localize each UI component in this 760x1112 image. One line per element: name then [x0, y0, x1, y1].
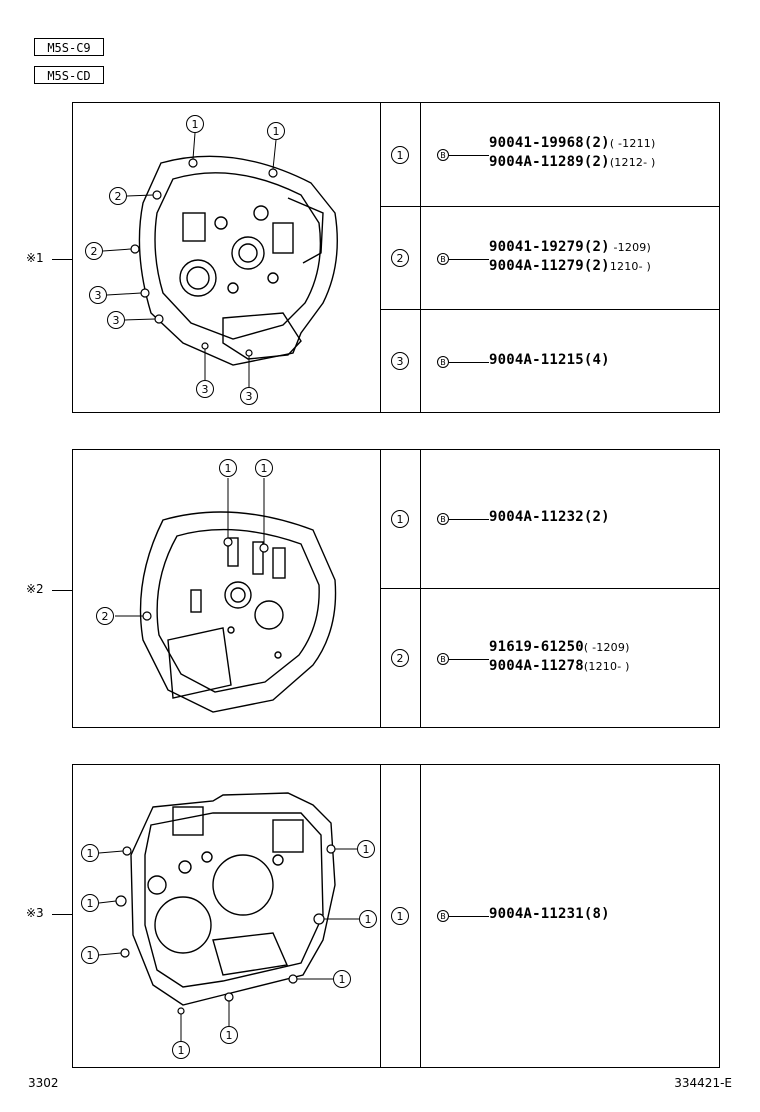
leader-line: [449, 916, 489, 917]
callout-1: 1: [172, 1041, 190, 1059]
callout-1: 1: [81, 946, 99, 964]
transmission-case-drawing: [98, 792, 359, 1043]
b-mark-icon: B: [437, 149, 449, 161]
row-index-circle: 1: [391, 510, 409, 528]
part-number: 9004A-11231(8): [489, 906, 610, 922]
callout-1: 1: [219, 459, 237, 477]
b-mark-icon: B: [437, 253, 449, 265]
callout-1: 1: [186, 115, 204, 133]
part-number: 9004A-11278(1210- ): [489, 658, 630, 674]
panel-1-parts-table: 1 B 90041-19968(2)( -1211) 9004A-11289(2…: [381, 103, 719, 412]
part-number: 9004A-11232(2): [489, 509, 610, 525]
ref-leader-line: [52, 914, 72, 915]
part-row: 1 B 9004A-11232(2): [381, 450, 719, 588]
callout-1: 1: [81, 844, 99, 862]
transmission-case-drawing: [102, 132, 338, 387]
panel-ref-label: ※2: [26, 582, 44, 596]
panel-3: 1 1 1 1 1 1 1 1 1 B 9004A-11231(8): [72, 764, 720, 1068]
callout-2: 2: [109, 187, 127, 205]
callout-3: 3: [107, 311, 125, 329]
b-mark-icon: B: [437, 356, 449, 368]
callout-3: 3: [196, 380, 214, 398]
callout-1: 1: [357, 840, 375, 858]
panel-2-drawing: 1 1 2: [73, 450, 381, 727]
b-mark-icon: B: [437, 513, 449, 525]
b-mark-icon: B: [437, 910, 449, 922]
row-index: 2: [381, 589, 421, 727]
row-index-circle: 1: [391, 907, 409, 925]
illustration-code: 334421-E: [674, 1076, 732, 1090]
row-index: 1: [381, 450, 421, 588]
callout-1: 1: [333, 970, 351, 988]
panel-3-parts-table: 1 B 9004A-11231(8): [381, 765, 719, 1067]
leader-line: [449, 659, 489, 660]
row-index-circle: 2: [391, 649, 409, 667]
ref-leader-line: [52, 590, 72, 591]
part-number: 90041-19968(2)( -1211): [489, 135, 656, 151]
leader-line: [449, 259, 489, 260]
panel-3-drawing: 1 1 1 1 1 1 1 1: [73, 765, 381, 1067]
part-number: 9004A-11289(2)(1212- ): [489, 154, 656, 170]
callout-1: 1: [255, 459, 273, 477]
row-index: 1: [381, 765, 421, 1067]
part-number: 90041-19279(2) -1209): [489, 239, 651, 255]
row-index-circle: 2: [391, 249, 409, 267]
part-row: 2 B 91619-61250( -1209) 9004A-11278(1210…: [381, 588, 719, 727]
panel-ref-label: ※3: [26, 906, 44, 920]
transmission-case-drawing: [115, 478, 337, 713]
panel-1: 1 1 2 2 3 3 3 3 1 B 90041-19968(2)( -121…: [72, 102, 720, 413]
panel-ref-label: ※1: [26, 251, 44, 265]
part-number: 91619-61250( -1209): [489, 639, 630, 655]
ref-leader-line: [52, 259, 72, 260]
callout-1: 1: [81, 894, 99, 912]
callout-1: 1: [220, 1026, 238, 1044]
callout-2: 2: [85, 242, 103, 260]
row-index: 1: [381, 103, 421, 206]
leader-line: [449, 362, 489, 363]
variant-tag: M5S-CD: [34, 66, 104, 84]
page-code: 3302: [28, 1076, 59, 1090]
part-row: 1 B 9004A-11231(8): [381, 765, 719, 1067]
row-index-circle: 1: [391, 145, 409, 164]
callout-2: 2: [96, 607, 114, 625]
variant-tag: M5S-C9: [34, 38, 104, 56]
row-index: 2: [381, 207, 421, 309]
panel-2-parts-table: 1 B 9004A-11232(2) 2 B 91619-61250( -120…: [381, 450, 719, 727]
row-index-circle: 3: [391, 352, 409, 370]
leader-line: [449, 155, 489, 156]
part-row: 1 B 90041-19968(2)( -1211) 9004A-11289(2…: [381, 103, 719, 206]
part-row: 3 B 9004A-11215(4): [381, 309, 719, 412]
part-number: 9004A-11279(2)1210- ): [489, 258, 651, 274]
leader-line: [449, 519, 489, 520]
callout-1: 1: [359, 910, 377, 928]
b-mark-icon: B: [437, 653, 449, 665]
callout-1: 1: [267, 122, 285, 140]
callout-3: 3: [240, 387, 258, 405]
panel-1-drawing: 1 1 2 2 3 3 3 3: [73, 103, 381, 412]
part-row: 2 B 90041-19279(2) -1209) 9004A-11279(2)…: [381, 206, 719, 309]
row-index: 3: [381, 310, 421, 412]
panel-2: 1 1 2 1 B 9004A-11232(2) 2 B 91619-61250…: [72, 449, 720, 728]
callout-3: 3: [89, 286, 107, 304]
part-number: 9004A-11215(4): [489, 352, 610, 368]
